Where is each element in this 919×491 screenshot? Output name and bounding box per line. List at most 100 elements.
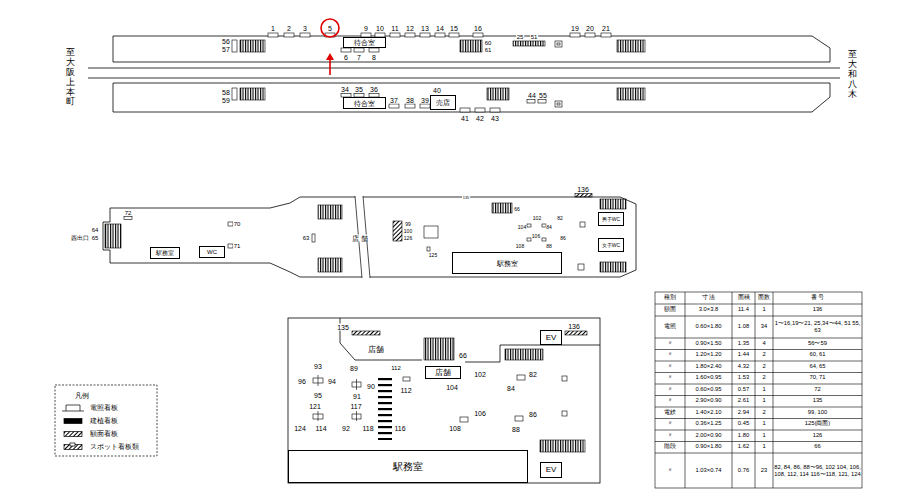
callout-number: 57 bbox=[222, 46, 231, 53]
table-cell: 額面 bbox=[656, 306, 684, 313]
table-cell: 1.80×2.40 bbox=[686, 363, 731, 370]
table-cell: 3.0×3.8 bbox=[686, 306, 731, 313]
callout-number: 15 bbox=[450, 25, 459, 32]
table-cell: 1.80 bbox=[733, 432, 754, 439]
table-cell: 135 bbox=[774, 398, 861, 405]
callout-number: 12 bbox=[406, 25, 415, 32]
callout-number: 66 bbox=[514, 207, 521, 212]
callout-number: 14 bbox=[436, 25, 445, 32]
callout-number: 9 bbox=[364, 25, 369, 32]
table-cell: 電照 bbox=[656, 323, 684, 330]
callout-number: 64 bbox=[91, 227, 99, 233]
room-box: 駅務室 bbox=[452, 252, 562, 274]
table-cell: 1 bbox=[756, 444, 772, 451]
table-cell: 1 bbox=[756, 386, 772, 393]
callout-number: 124 bbox=[294, 425, 307, 432]
callout-number: 13 bbox=[421, 25, 430, 32]
legend-label: 額面看板 bbox=[90, 431, 118, 438]
callout-number: 35 bbox=[355, 86, 364, 93]
callout-number: 58 bbox=[222, 89, 231, 96]
room-box: 駅務室 bbox=[150, 247, 180, 259]
callout-number: 114 bbox=[315, 425, 327, 432]
legend-label: スポット看板類 bbox=[90, 444, 139, 451]
legend-label: 建植看板 bbox=[90, 418, 118, 425]
callout-number: 43 bbox=[491, 115, 500, 122]
callout-number: 42 bbox=[476, 115, 485, 122]
callout-number: 88 bbox=[546, 244, 553, 249]
callout-number: 25 bbox=[516, 34, 524, 40]
table-cell: 1.53 bbox=[733, 375, 754, 382]
table-cell: 階段 bbox=[656, 444, 684, 451]
callout-number: 121 bbox=[309, 403, 322, 410]
room-name: EV bbox=[546, 466, 557, 474]
callout-number: 136 bbox=[568, 323, 581, 330]
table-cell: 〃 bbox=[656, 375, 684, 382]
room-name: 店舗 bbox=[435, 369, 451, 377]
callout-number: 99 bbox=[405, 222, 412, 227]
table-cell: 0.57 bbox=[733, 386, 754, 393]
table-cell: 125(両面) bbox=[774, 421, 861, 428]
callout-number: 10 bbox=[376, 25, 385, 32]
room-name: 女子WC bbox=[602, 243, 620, 248]
callout-number: 63 bbox=[302, 235, 310, 241]
table-cell: 種別 bbox=[656, 294, 684, 301]
table-cell: 1 bbox=[756, 432, 772, 439]
callout-number: 116 bbox=[394, 425, 406, 432]
table-cell: 〃 bbox=[656, 363, 684, 370]
callout-number: 118 bbox=[362, 425, 374, 432]
place-label: 店舗 bbox=[368, 346, 385, 354]
room-name: 駅務室 bbox=[156, 250, 174, 256]
room-box: 店舗 bbox=[425, 366, 461, 379]
table-cell: 23 bbox=[756, 467, 772, 474]
table-cell: 1.60×0.95 bbox=[686, 375, 731, 382]
table-cell: 136 bbox=[774, 306, 861, 313]
table-cell: 1.08 bbox=[733, 323, 754, 330]
table-cell: 〃 bbox=[656, 467, 684, 474]
table-cell: 1.03×0.74 bbox=[686, 467, 731, 474]
table-cell: 34 bbox=[756, 323, 772, 330]
table-cell: 番 号 bbox=[774, 294, 861, 301]
callout-number: 82 bbox=[557, 216, 564, 221]
callout-number: 93 bbox=[314, 363, 323, 370]
callout-number: 104 bbox=[446, 384, 459, 391]
table-cell: 56〜59 bbox=[774, 340, 861, 347]
room-box: 駅務室 bbox=[288, 450, 528, 483]
callout-number: 41 bbox=[461, 115, 470, 122]
table-cell: 電鉄 bbox=[656, 409, 684, 416]
room-name: 売店 bbox=[436, 99, 450, 106]
room-box: EV bbox=[540, 462, 562, 478]
callout-number: 135 bbox=[337, 324, 350, 331]
table-cell: 面数 bbox=[756, 294, 772, 301]
table-cell: 4 bbox=[756, 340, 772, 347]
callout-number: 44 bbox=[528, 92, 537, 99]
callout-number: 91 bbox=[353, 393, 362, 400]
table-cell: 126 bbox=[774, 432, 861, 439]
callout-number: 104 bbox=[517, 225, 526, 230]
callout-number: 84 bbox=[507, 385, 516, 392]
table-cell: 〃 bbox=[656, 421, 684, 428]
place-label: 至大阪上本町 bbox=[65, 48, 75, 107]
table-cell: 寸 法 bbox=[686, 294, 731, 301]
table-cell: 82, 84, 86, 88〜96, 102 104, 106, 108, 11… bbox=[774, 463, 861, 477]
callout-number: 102 bbox=[532, 216, 541, 221]
table-cell: 1.35 bbox=[733, 340, 754, 347]
callout-number: 86 bbox=[560, 236, 567, 241]
callout-number: 92 bbox=[342, 425, 351, 432]
table-cell: 2.00×0.90 bbox=[686, 432, 731, 439]
callout-number: 60 bbox=[484, 40, 492, 46]
room-box: 待合室 bbox=[343, 37, 386, 48]
table-cell: 70, 71 bbox=[774, 375, 861, 382]
table-cell: 64, 65 bbox=[774, 363, 861, 370]
room-name: 待合室 bbox=[354, 100, 375, 107]
table-cell: 1.44 bbox=[733, 352, 754, 359]
table-cell: 1〜16,19〜21, 25,34〜44, 51 55, 63 bbox=[774, 320, 861, 334]
callout-number: 39 bbox=[421, 97, 430, 104]
callout-number: 6 bbox=[344, 54, 349, 61]
room-box: 売店 bbox=[430, 95, 456, 110]
room-box: 待合室 bbox=[343, 97, 386, 109]
callout-number: 112 bbox=[400, 387, 412, 394]
callout-number: 70 bbox=[233, 221, 241, 227]
callout-number: 96 bbox=[298, 378, 307, 385]
